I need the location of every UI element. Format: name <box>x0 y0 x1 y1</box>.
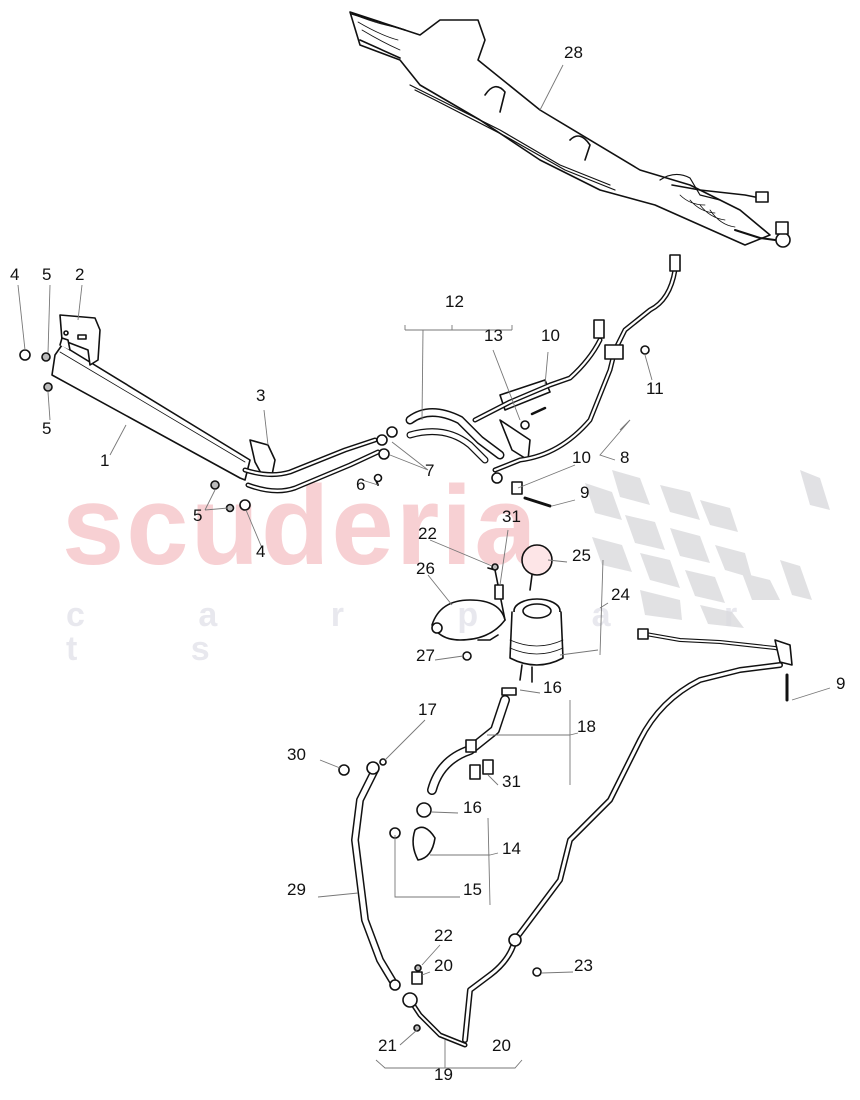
oil-cooler <box>51 314 251 481</box>
callout-30[interactable]: 30 <box>287 745 306 764</box>
callout-4[interactable]: 4 <box>10 265 20 284</box>
callout-5[interactable]: 5 <box>193 506 203 525</box>
callout-7[interactable]: 7 <box>425 461 435 480</box>
callout-18[interactable]: 18 <box>577 717 596 736</box>
callout-5[interactable]: 5 <box>42 419 52 438</box>
leader-lines <box>17 64 831 1069</box>
callout-20[interactable]: 20 <box>434 956 453 975</box>
callout-2[interactable]: 2 <box>75 265 85 284</box>
callout-24[interactable]: 24 <box>611 585 630 604</box>
callout-3[interactable]: 3 <box>256 386 266 405</box>
callout-9[interactable]: 9 <box>836 674 846 693</box>
callout-16[interactable]: 16 <box>543 678 562 697</box>
callout-1[interactable]: 1 <box>100 451 110 470</box>
callout-8[interactable]: 8 <box>620 448 630 467</box>
callout-22[interactable]: 22 <box>434 926 453 945</box>
callout-9[interactable]: 9 <box>580 483 590 502</box>
callout-29[interactable]: 29 <box>287 880 306 899</box>
callout-15[interactable]: 15 <box>463 880 482 899</box>
callout-31[interactable]: 31 <box>502 507 521 526</box>
callout-26[interactable]: 26 <box>416 559 435 578</box>
callout-19[interactable]: 19 <box>434 1065 453 1084</box>
callout-6[interactable]: 6 <box>356 475 366 494</box>
callout-31[interactable]: 31 <box>502 772 521 791</box>
callout-16[interactable]: 16 <box>463 798 482 817</box>
callout-4[interactable]: 4 <box>256 542 266 561</box>
callout-13[interactable]: 13 <box>484 326 503 345</box>
callout-22[interactable]: 22 <box>418 524 437 543</box>
watermark-tagline: c a r p a r t s <box>66 596 790 668</box>
callout-23[interactable]: 23 <box>574 956 593 975</box>
reservoir <box>501 544 564 696</box>
checkered-flag-watermark <box>585 470 830 628</box>
callout-10[interactable]: 10 <box>541 326 560 345</box>
callout-5[interactable]: 5 <box>42 265 52 284</box>
callout-11[interactable]: 11 <box>646 379 664 398</box>
callout-17[interactable]: 17 <box>418 700 437 719</box>
nut-4 <box>19 349 31 361</box>
parts-lineart <box>19 11 793 1048</box>
callout-25[interactable]: 25 <box>572 546 591 565</box>
callout-14[interactable]: 14 <box>502 839 521 858</box>
callout-20[interactable]: 20 <box>492 1036 511 1055</box>
callout-21[interactable]: 21 <box>378 1036 397 1055</box>
callout-10[interactable]: 10 <box>572 448 591 467</box>
callout-27[interactable]: 27 <box>416 646 435 665</box>
callout-28[interactable]: 28 <box>564 43 583 62</box>
steering-rack <box>349 11 791 248</box>
callout-12[interactable]: 12 <box>445 292 464 311</box>
